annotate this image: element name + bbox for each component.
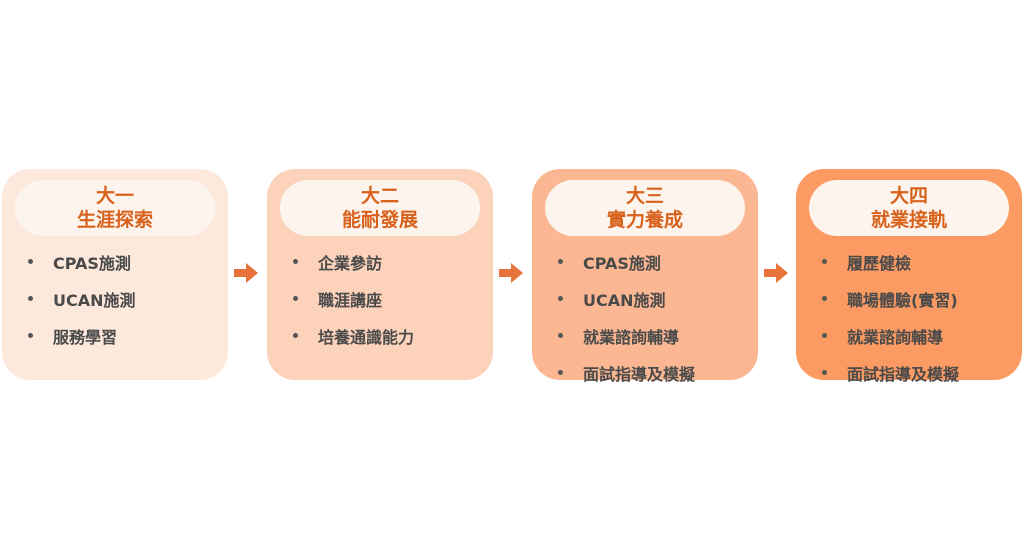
list-item: CPAS施測 [558,243,695,280]
stage-title: 生涯探索 [76,209,153,231]
list-item-label: 企業參訪 [318,253,383,273]
list-item-label: 職場體驗(實習) [847,290,958,310]
stage-card-year-2: 大二 能耐發展 企業參訪 職涯講座 培養通識能力 [267,169,493,380]
list-item: 服務學習 [28,317,136,354]
list-item-label: 履歷健檢 [847,253,912,273]
stage-year: 大三 [625,185,664,207]
list-item: 培養通識能力 [293,317,414,354]
bullet-icon [558,370,563,375]
list-item: 履歷健檢 [822,243,959,280]
stage-card-year-1: 大一 生涯探索 CPAS施測 UCAN施測 服務學習 [2,169,228,380]
bullet-icon [28,333,33,338]
list-item-label: 就業諮詢輔導 [847,327,944,347]
list-item-label: 就業諮詢輔導 [583,327,680,347]
arrow-right-icon [499,263,523,283]
stage-year: 大四 [889,185,928,207]
stage-year: 大二 [360,185,399,207]
list-item-label: 培養通識能力 [318,327,415,347]
bullet-icon [822,259,827,264]
list-item-label: 面試指導及模擬 [583,364,696,384]
list-item-label: 服務學習 [53,327,118,347]
list-item: UCAN施測 [558,280,695,317]
stage-item-list: CPAS施測 UCAN施測 服務學習 [28,243,136,354]
list-item: 職涯講座 [293,280,414,317]
stage-item-list: 履歷健檢 職場體驗(實習) 就業諮詢輔導 面試指導及模擬 [822,243,959,391]
bullet-icon [822,370,827,375]
list-item: 就業諮詢輔導 [822,317,959,354]
list-item: 企業參訪 [293,243,414,280]
list-item: 就業諮詢輔導 [558,317,695,354]
list-item: 職場體驗(實習) [822,280,959,317]
arrow-right-icon [234,263,258,283]
list-item: UCAN施測 [28,280,136,317]
stage-title: 能耐發展 [341,209,418,231]
list-item: 面試指導及模擬 [822,354,959,391]
stage-header: 大一 生涯探索 [15,180,215,236]
list-item: 面試指導及模擬 [558,354,695,391]
stage-card-year-3: 大三 實力養成 CPAS施測 UCAN施測 就業諮詢輔導 面試指導及模擬 [532,169,758,384]
bullet-icon [558,296,563,301]
list-item-label: CPAS施測 [53,253,131,273]
bullet-icon [28,296,33,301]
stage-card-year-4: 大四 就業接軌 履歷健檢 職場體驗(實習) 就業諮詢輔導 面試指導及模擬 [796,169,1022,384]
bullet-icon [293,259,298,264]
stage-title: 實力養成 [606,209,683,231]
stage-title: 就業接軌 [870,209,947,231]
bullet-icon [28,259,33,264]
stage-item-list: 企業參訪 職涯講座 培養通識能力 [293,243,414,354]
stage-header: 大三 實力養成 [545,180,745,236]
list-item-label: 面試指導及模擬 [847,364,960,384]
stage-year: 大一 [95,185,134,207]
bullet-icon [822,333,827,338]
arrow-right-icon [764,263,788,283]
stage-header: 大四 就業接軌 [809,180,1009,236]
bullet-icon [822,296,827,301]
list-item-label: UCAN施測 [53,290,136,310]
stage-header: 大二 能耐發展 [280,180,480,236]
bullet-icon [293,296,298,301]
bullet-icon [558,333,563,338]
list-item-label: 職涯講座 [318,290,383,310]
list-item-label: UCAN施測 [583,290,666,310]
bullet-icon [558,259,563,264]
bullet-icon [293,333,298,338]
list-item-label: CPAS施測 [583,253,661,273]
stage-item-list: CPAS施測 UCAN施測 就業諮詢輔導 面試指導及模擬 [558,243,695,391]
list-item: CPAS施測 [28,243,136,280]
